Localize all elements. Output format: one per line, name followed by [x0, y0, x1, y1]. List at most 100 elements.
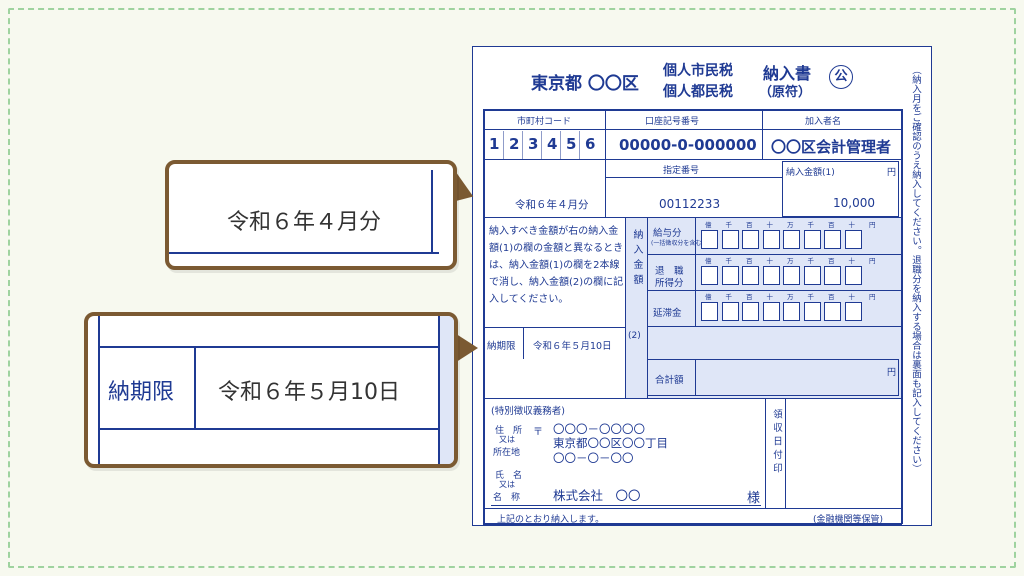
- footer-statement: 上記のとおり納入します。: [497, 515, 605, 525]
- code-digit: 2: [509, 135, 520, 153]
- page-border: [8, 8, 1016, 568]
- document-subtitle: （原符）: [759, 85, 812, 100]
- late-fee-row-label: 延滞金: [653, 308, 682, 319]
- amount-digit-box[interactable]: [824, 266, 841, 285]
- amount-digit-box[interactable]: [721, 266, 739, 285]
- name-label-2: 又は: [499, 480, 515, 489]
- amount-1-value: 10,000: [833, 196, 875, 210]
- callout-due: 納期限 令和６年５月10日: [84, 312, 458, 468]
- callout-due-value: 令和６年５月10日: [218, 380, 400, 405]
- amount-digit-box[interactable]: [721, 302, 739, 321]
- digit-place-header: 千: [807, 221, 815, 229]
- payee-value: 〇〇区会計管理者: [771, 138, 892, 156]
- amount-digit-box[interactable]: [742, 266, 759, 285]
- amount-1-box: [782, 161, 899, 217]
- due-date-value: 令和６年５月10日: [533, 341, 612, 352]
- yen-unit: 円: [887, 168, 897, 178]
- payment-slip-form: 東京都 〇〇区 個人市民税 個人都民税 納入書 （原符） 公 （納入月をご確認の…: [472, 46, 932, 526]
- digit-place-header: 百: [828, 293, 835, 301]
- digit-place-header: 千: [725, 293, 733, 301]
- company-name: 株式会社 〇〇: [553, 488, 641, 503]
- amount-digit-box[interactable]: [783, 266, 800, 285]
- digit-place-header: 億: [705, 293, 712, 301]
- address-label-3: 所在地: [493, 448, 521, 458]
- digit-place-header: 万: [787, 257, 794, 265]
- digit-place-header: 億: [705, 257, 712, 265]
- tax-type-2: 個人都民税: [663, 84, 733, 100]
- digit-place-header: 円: [869, 221, 876, 229]
- amount-digit-box[interactable]: [844, 302, 862, 321]
- account-number-header: 口座記号番号: [645, 117, 700, 127]
- amount-digit-box[interactable]: [762, 266, 780, 285]
- amount-digit-box[interactable]: [803, 230, 821, 249]
- digit-place-header: 千: [807, 257, 815, 265]
- total-row: [647, 359, 899, 396]
- digit-place-header: 十: [766, 293, 774, 301]
- name-label-3: 名 称: [493, 493, 521, 503]
- digit-place-header: 円: [869, 293, 876, 301]
- retirement-row-label-2: 所得分: [655, 278, 684, 289]
- amount-2-suffix: (2): [628, 331, 641, 341]
- name-label-1: 氏 名: [495, 471, 523, 481]
- digit-place-header: 十: [848, 221, 856, 229]
- payee-header: 加入者名: [805, 117, 842, 127]
- digit-place-header: 千: [807, 293, 815, 301]
- footer-storage-note: (金融機関等保管): [813, 515, 884, 525]
- address-label-2: 又は: [499, 435, 515, 444]
- designated-number-value: 00112233: [659, 197, 721, 211]
- digit-place-header: 十: [848, 293, 856, 301]
- amount-digit-box[interactable]: [824, 230, 841, 249]
- account-number-value: 00000-0-000000: [619, 136, 757, 154]
- code-digit: 1: [489, 135, 500, 153]
- retirement-row-label-1: 退 職: [655, 266, 684, 277]
- code-digit: 4: [547, 135, 558, 153]
- digit-place-header: 万: [787, 293, 794, 301]
- amount-digit-box[interactable]: [721, 230, 739, 249]
- amount-digit-box[interactable]: [742, 230, 759, 249]
- callout-due-label: 納期限: [108, 380, 175, 405]
- designated-number-header: 指定番号: [663, 166, 700, 176]
- address-line-2: 〇〇－〇－〇〇: [553, 451, 634, 465]
- address-line-1: 東京都〇〇区〇〇丁目: [553, 436, 668, 450]
- code-digit: 5: [566, 135, 577, 153]
- digit-place-header: 十: [766, 221, 774, 229]
- instructions-text: 納入すべき金額が右の納入金額(1)の欄の金額と異なるときは、納入金額(1)の欄を…: [489, 226, 624, 305]
- digit-place-header: 百: [828, 257, 835, 265]
- amount-digit-box[interactable]: [803, 266, 821, 285]
- document-title: 納入書: [763, 64, 812, 83]
- amount-digit-box[interactable]: [742, 302, 759, 321]
- honorific: 様: [747, 491, 761, 506]
- amount-digit-box[interactable]: [803, 302, 821, 321]
- tax-type-1: 個人市民税: [663, 63, 733, 79]
- amount-digit-box[interactable]: [762, 230, 780, 249]
- withholder-heading: (特別徴収義務者): [491, 406, 565, 417]
- address-label-1: 住 所: [495, 426, 523, 436]
- callout-month-text: 令和６年４月分: [227, 210, 382, 235]
- receipt-stamp-label: 領収日付印: [771, 409, 782, 477]
- amount-2-vertical-label: 納入金額: [631, 229, 642, 289]
- amount-digit-box[interactable]: [762, 302, 780, 321]
- amount-digit-box[interactable]: [783, 230, 800, 249]
- amount-digit-box[interactable]: [701, 266, 718, 285]
- amount-digit-box[interactable]: [701, 230, 718, 249]
- amount-digit-box[interactable]: [824, 302, 841, 321]
- digit-place-header: 万: [787, 221, 794, 229]
- amount-digit-box[interactable]: [701, 302, 718, 321]
- payment-month: 令和６年４月分: [515, 199, 589, 211]
- digit-place-header: 百: [828, 221, 835, 229]
- total-yen-unit: 円: [887, 368, 897, 378]
- digit-place-header: 円: [869, 257, 876, 265]
- amount-digit-box[interactable]: [783, 302, 800, 321]
- digit-place-header: 十: [766, 257, 774, 265]
- seal-icon: 公: [829, 65, 853, 89]
- digit-place-header: 百: [746, 221, 753, 229]
- municipal-code-header: 市町村コード: [517, 117, 572, 127]
- digit-place-header: 億: [705, 221, 712, 229]
- due-date-label: 納期限: [487, 341, 516, 352]
- amount-digit-box[interactable]: [844, 230, 862, 249]
- office-name: 東京都 〇〇区: [531, 74, 639, 94]
- code-digit: 6: [585, 135, 596, 153]
- amount-digit-box[interactable]: [844, 266, 862, 285]
- code-digit: 3: [528, 135, 539, 153]
- total-row-label: 合計額: [655, 375, 684, 386]
